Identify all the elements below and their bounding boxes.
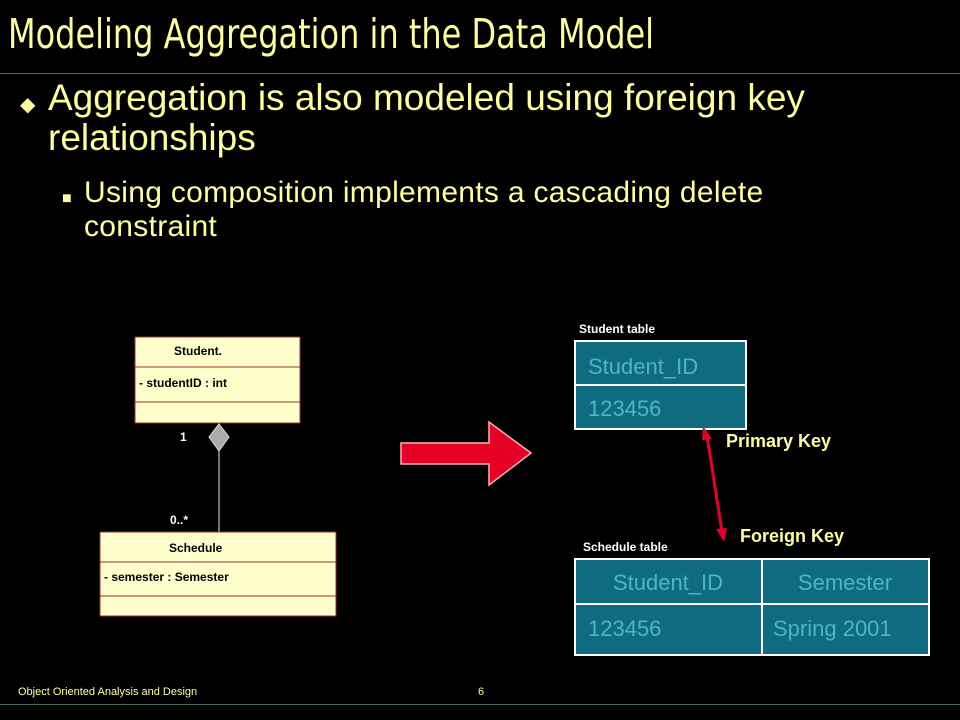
square-bullet-icon: ■ <box>62 190 72 207</box>
aggregation-diamond-icon <box>208 423 230 452</box>
schedule-table-caption: Schedule table <box>583 540 668 554</box>
key-link-arrow-icon <box>702 426 727 542</box>
footer-page-number: 6 <box>478 686 485 698</box>
schedule-table: Schedule table Student_ID Semester 12345… <box>574 540 930 656</box>
schedule-class-name: Schedule <box>169 541 223 555</box>
student-table-caption: Student table <box>579 322 655 336</box>
schedule-table-value-semester: Spring 2001 <box>773 616 892 641</box>
footer-divider <box>0 704 960 705</box>
schedule-class-attribute: - semester : Semester <box>104 570 229 584</box>
title-divider <box>0 73 960 74</box>
student-table: Student table Student_ID 123456 <box>574 322 747 430</box>
student-table-header: Student_ID <box>588 354 698 379</box>
uml-class-schedule: Schedule - semester : Semester <box>99 531 337 617</box>
student-table-value: 123456 <box>588 396 661 421</box>
schedule-table-box <box>574 558 930 656</box>
footer-course: Object Oriented Analysis and Design <box>18 686 198 698</box>
aggregation-link: 1 0..* <box>170 423 230 532</box>
schedule-table-header-semester: Semester <box>798 570 892 595</box>
primary-key-label: Primary Key <box>726 431 831 451</box>
transform-arrow-icon <box>400 420 533 487</box>
bullet-sub-text: Using composition implements a cascading… <box>84 176 764 243</box>
uml-class-student: Student. - studentID : int <box>134 336 301 424</box>
student-class-name: Student. <box>174 344 222 358</box>
schedule-table-value-student-id: 123456 <box>588 616 661 641</box>
slide-title: Modeling Aggregation in the Data Model <box>8 10 655 58</box>
schedule-class-box <box>99 531 337 617</box>
bullet-main-text: Aggregation is also modeled using foreig… <box>48 77 805 158</box>
schedule-table-header-student-id: Student_ID <box>613 570 723 595</box>
diamond-bullet-icon: ◆ <box>20 94 36 116</box>
multiplicity-many: 0..* <box>170 513 188 527</box>
student-class-box <box>134 336 301 424</box>
multiplicity-one: 1 <box>180 430 187 444</box>
foreign-key-label: Foreign Key <box>740 526 844 546</box>
student-class-attribute: - studentID : int <box>139 376 227 390</box>
